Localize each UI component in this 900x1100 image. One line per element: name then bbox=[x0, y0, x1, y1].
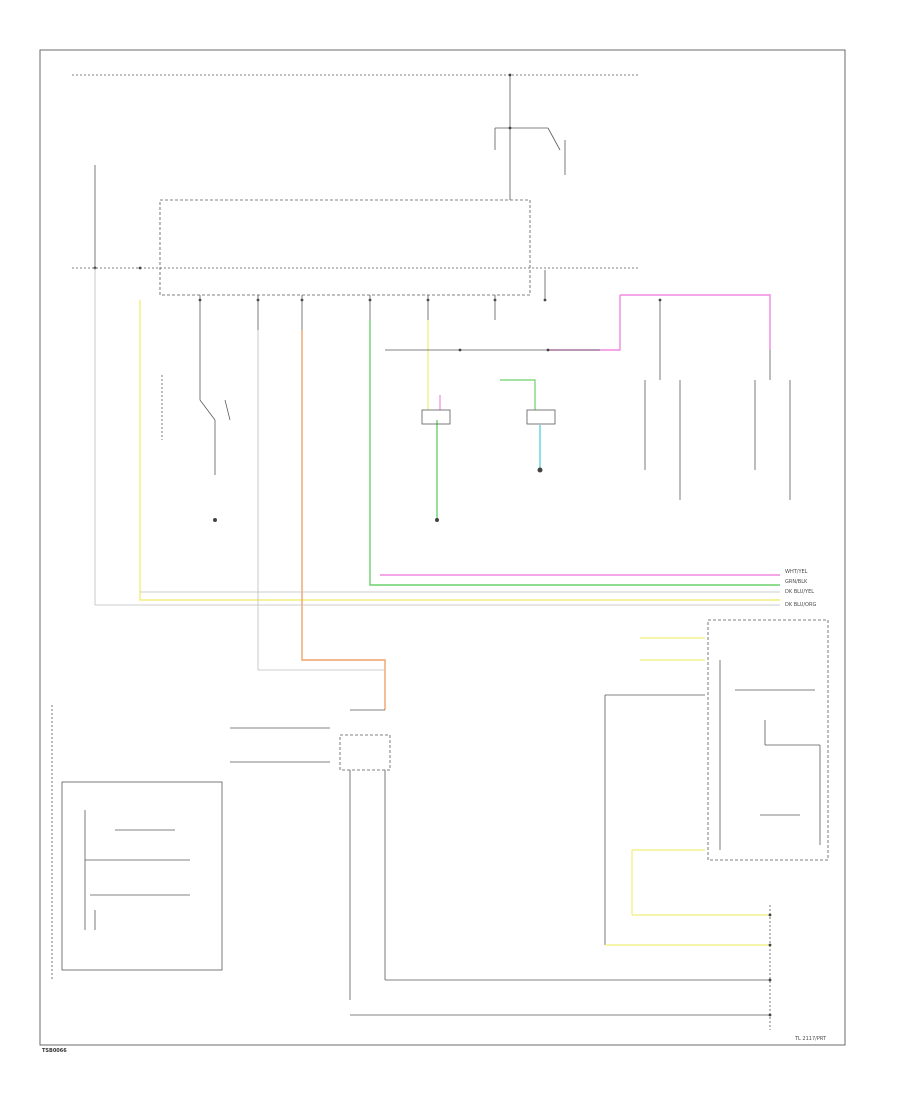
footer-right-code: TL 2117/PRT bbox=[794, 1036, 827, 1042]
grey-wire-center bbox=[257, 330, 385, 671]
rear-lamp-right bbox=[754, 350, 791, 500]
diagram-frame bbox=[39, 49, 846, 1046]
turn-signal-switch bbox=[51, 705, 223, 980]
flasher-relay bbox=[230, 709, 391, 1000]
footer-left-code: TSB0066 bbox=[42, 1048, 67, 1054]
yellow-wire bbox=[139, 300, 780, 601]
orange-wire bbox=[301, 330, 386, 710]
hazard-switch bbox=[161, 330, 231, 522]
module-drop-wires bbox=[94, 268, 546, 605]
green-wire-label: GRN/BLK bbox=[785, 579, 808, 585]
pink-wire-label: WHT/YEL bbox=[785, 569, 808, 575]
headlamp-switch bbox=[707, 619, 829, 861]
right-front-lamp bbox=[421, 409, 451, 522]
grey-wire-label-2: DK BLU/ORG bbox=[785, 602, 816, 608]
top-fuse-block bbox=[494, 73, 566, 200]
grey-wire-label-1: DK BLU/YEL bbox=[785, 589, 814, 595]
rear-lamp-left bbox=[644, 298, 681, 500]
green-wire bbox=[369, 320, 780, 586]
green-wire-right-lamp bbox=[500, 379, 536, 410]
instrument-cluster bbox=[768, 905, 772, 1030]
body-control-module-box bbox=[159, 199, 531, 296]
left-front-lamp bbox=[526, 409, 556, 473]
pink-wire bbox=[380, 294, 780, 576]
module-connector-pins bbox=[93, 266, 547, 302]
